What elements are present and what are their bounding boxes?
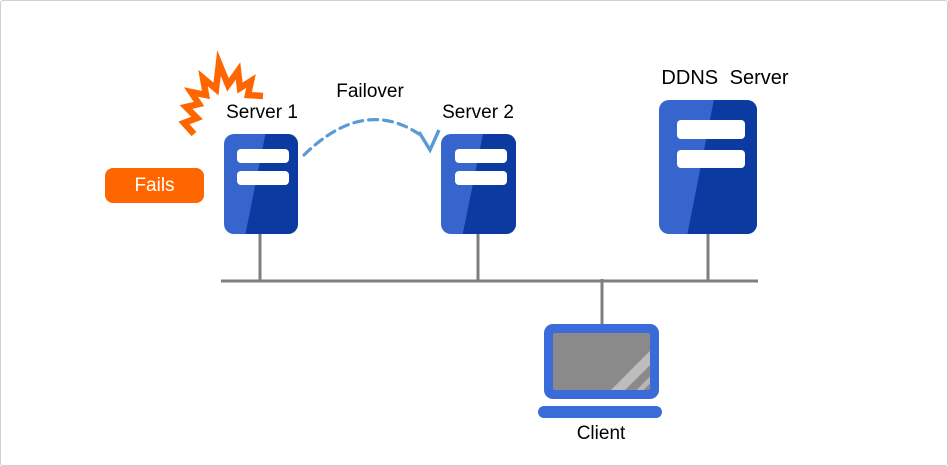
server1-icon (224, 134, 298, 234)
laptop-icon (538, 324, 662, 418)
dashed-arc-arrow-icon (302, 118, 421, 157)
server-slot-bar (454, 149, 507, 163)
ddns-server-icon (659, 100, 757, 234)
server-slot-bar (676, 120, 746, 139)
laptop-base (538, 406, 662, 418)
server-slot-bar (237, 171, 290, 185)
server-slot-bar (676, 149, 746, 169)
fails-badge: Fails (105, 168, 204, 203)
server1-label: Server 1 (226, 102, 298, 123)
fails-badge-label: Fails (134, 174, 175, 196)
failover-label: Failover (336, 81, 404, 102)
arrowhead-icon (417, 129, 441, 154)
ddns-server-label: DDNS Server (661, 67, 789, 89)
screen-reflection-stripes (610, 350, 650, 390)
server2-icon (441, 134, 516, 234)
server2-label: Server 2 (442, 102, 514, 123)
laptop-screen (553, 333, 650, 390)
failure-burst-icon (178, 50, 264, 137)
client-label: Client (576, 423, 626, 444)
server-slot-bar (454, 171, 507, 185)
server-slot-bar (237, 149, 290, 163)
